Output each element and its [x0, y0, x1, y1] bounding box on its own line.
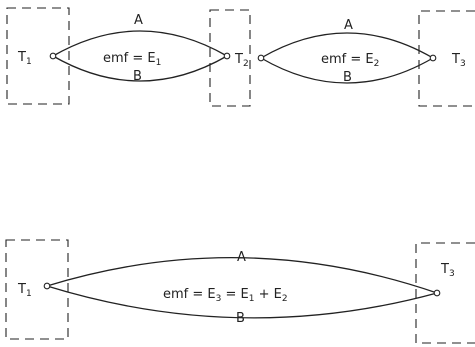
junction-t1-bottom [43, 282, 51, 290]
junction-t3-top [429, 54, 437, 62]
wire-label-a-loop-2: A [344, 18, 353, 33]
top-circuit: T1 T2 T3 A B A B emf = E1 emf = E2 [6, 7, 475, 107]
wire-label-a-loop-1: A [134, 13, 143, 28]
wire-b-loop-2 [260, 57, 434, 84]
enclosure-t1-bottom [5, 239, 69, 340]
wire-label-b-loop-1: B [133, 69, 142, 84]
junction-t2-left [223, 52, 231, 60]
emf-label-loop-1: emf = E1 [103, 51, 161, 68]
wire-label-b-bottom: B [236, 311, 245, 326]
enclosure-t1-top [6, 7, 70, 105]
label-t3-top: T3 [451, 52, 466, 69]
emf-equation-bottom: emf = E3 = E1 + E2 [163, 287, 288, 304]
bottom-circuit: T1 T3 A B emf = E3 = E1 + E2 [5, 239, 475, 344]
label-t2-top: T2 [234, 52, 249, 69]
junction-t3-bottom [433, 289, 441, 297]
wire-a-bottom [46, 257, 438, 294]
emf-label-loop-2: emf = E2 [321, 52, 379, 69]
wire-a-loop-1 [52, 30, 228, 57]
enclosure-t2-top [209, 9, 251, 107]
wire-label-b-loop-2: B [343, 70, 352, 85]
label-t3-bottom: T3 [440, 262, 455, 279]
enclosure-t3-top [418, 10, 475, 107]
junction-t2-right [257, 54, 265, 62]
label-t1-bottom: T1 [17, 282, 32, 299]
enclosure-t3-bottom [415, 242, 475, 344]
label-t1-top: T1 [17, 50, 32, 67]
wire-label-a-bottom: A [237, 250, 246, 265]
wire-b-bottom [46, 285, 438, 319]
wire-a-loop-2 [260, 32, 434, 59]
wire-b-loop-1 [52, 55, 228, 82]
junction-t1-top [49, 52, 57, 60]
